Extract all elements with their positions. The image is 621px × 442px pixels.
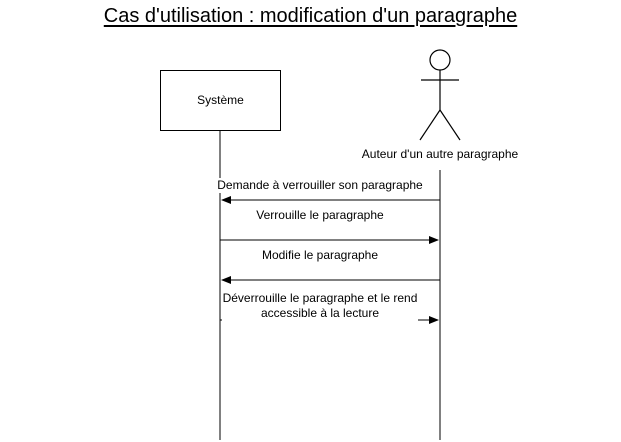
actor-participant-label: Auteur d'un autre paragraphe (361, 147, 519, 161)
system-participant-label: Système (197, 93, 244, 107)
stick-figure-icon (419, 49, 461, 141)
system-participant-box: Système (160, 70, 281, 131)
diagram-title: Cas d'utilisation : modification d'un pa… (103, 5, 518, 27)
message-label-2: Modifie le paragraphe (230, 248, 410, 263)
message-label-3: Déverrouille le paragraphe et le rend ac… (222, 291, 418, 321)
message-label-1: Verrouille le paragraphe (230, 208, 410, 223)
message-label-0: Demande à verrouiller son paragraphe (215, 178, 425, 193)
